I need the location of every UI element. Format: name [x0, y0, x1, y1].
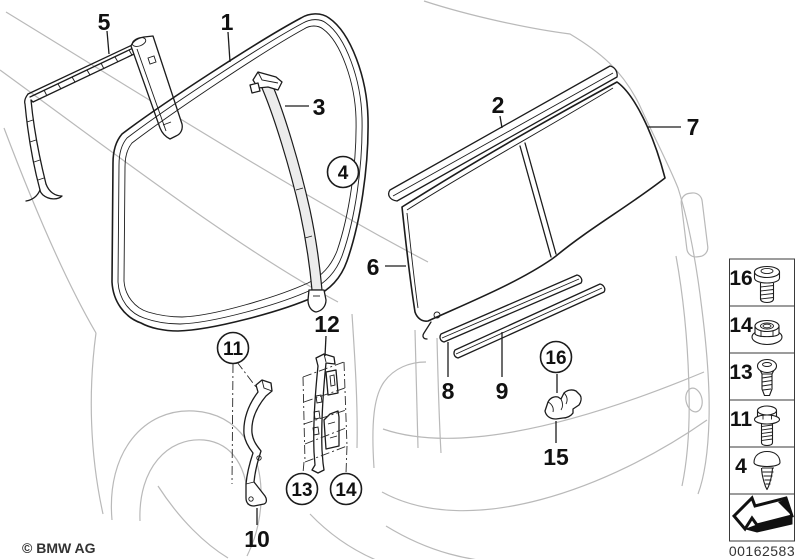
callout-7[interactable]: 7: [648, 114, 699, 140]
legend-row-16[interactable]: 16: [729, 258, 795, 307]
callout-3-label[interactable]: 3: [313, 94, 326, 120]
callout-10[interactable]: 10: [244, 508, 270, 552]
trim-tick-marks: [43, 49, 133, 97]
callout-9-label[interactable]: 9: [496, 378, 509, 404]
callout-1[interactable]: 1: [221, 9, 234, 63]
part-3-strip: [249, 71, 327, 313]
callout-15[interactable]: 15: [543, 374, 569, 470]
callout-14-label[interactable]: 14: [335, 480, 357, 501]
hex-flange-bolt-icon: [753, 405, 781, 447]
glass-corner-grommet: [433, 311, 441, 319]
callout-6-label[interactable]: 6: [367, 254, 380, 280]
part-8-trim-strip: [439, 274, 583, 343]
image-number: 00162583: [729, 543, 795, 559]
callout-2-label[interactable]: 2: [492, 92, 505, 118]
part-5-blade: [130, 35, 183, 140]
callout-4-label[interactable]: 4: [338, 163, 349, 184]
legend-row-13-label[interactable]: 13: [729, 361, 752, 384]
callout-7-label[interactable]: 7: [687, 114, 700, 140]
pan-head-screw-icon: [753, 265, 781, 304]
callout-8-label[interactable]: 8: [442, 378, 455, 404]
callout-14[interactable]: 14: [329, 472, 363, 506]
legend-row-11[interactable]: 11: [729, 399, 795, 448]
callout-15-label[interactable]: 15: [543, 444, 569, 470]
legend-panel: 16 14 13: [729, 258, 795, 542]
taillight-outline: [680, 192, 709, 258]
callout-11-label[interactable]: 11: [223, 339, 244, 360]
wheel-arch-outline: [110, 410, 262, 557]
flange-nut-icon: [751, 319, 783, 346]
callout-13[interactable]: 13: [285, 472, 319, 506]
expanding-rivet-icon: [753, 450, 781, 491]
legend-row-13[interactable]: 13: [729, 352, 795, 401]
copyright-notice: © BMW AG: [22, 540, 96, 556]
legend-arrow-cell: [729, 493, 795, 542]
callout-8[interactable]: 8: [442, 342, 455, 404]
part-5-corner-trim: [23, 37, 152, 202]
centerlines: [231, 361, 348, 485]
callout-1-label[interactable]: 1: [221, 9, 234, 35]
trim-tick-marks-leg: [26, 119, 45, 181]
glass-divider: [519, 145, 552, 258]
legend-row-11-label[interactable]: 11: [730, 408, 753, 431]
callout-5[interactable]: 5: [98, 9, 111, 55]
callout-13-label[interactable]: 13: [291, 480, 312, 501]
callout-11[interactable]: 11: [216, 331, 250, 365]
part-15-clamp: [544, 389, 582, 420]
callout-9[interactable]: 9: [496, 332, 509, 404]
part-12-bracket: [311, 353, 340, 474]
legend-row-4-label[interactable]: 4: [735, 455, 747, 478]
callout-5-label[interactable]: 5: [98, 9, 111, 35]
callout-16[interactable]: 16: [539, 340, 573, 374]
legend-row-14-label[interactable]: 14: [729, 314, 753, 337]
direction-arrow-icon: [731, 495, 794, 533]
part-2-upper-trim: [388, 65, 618, 202]
callout-2[interactable]: 2: [492, 92, 505, 129]
oval-head-screw-icon: [756, 358, 778, 397]
legend-row-16-label[interactable]: 16: [729, 267, 752, 290]
callouts: 5 1 3 2 7 6 8 9: [98, 9, 700, 552]
part-1-tailgate-seal: [111, 13, 369, 332]
legend-row-4[interactable]: 4: [729, 446, 795, 495]
callout-12[interactable]: 12: [314, 311, 340, 357]
rear-window-glass: [401, 81, 666, 340]
legend-row-14[interactable]: 14: [729, 305, 795, 354]
callout-6[interactable]: 6: [367, 254, 406, 280]
car-body-outline: [0, 0, 710, 559]
callout-12-label[interactable]: 12: [314, 311, 340, 337]
callout-4[interactable]: 4: [326, 155, 360, 189]
callout-16-label[interactable]: 16: [545, 348, 566, 369]
callout-3[interactable]: 3: [285, 94, 325, 120]
part-10-bracket: [243, 379, 273, 507]
callout-10-label[interactable]: 10: [244, 526, 270, 552]
rear-marker-outline: [685, 387, 703, 413]
part-9-trim-strip: [453, 283, 606, 359]
